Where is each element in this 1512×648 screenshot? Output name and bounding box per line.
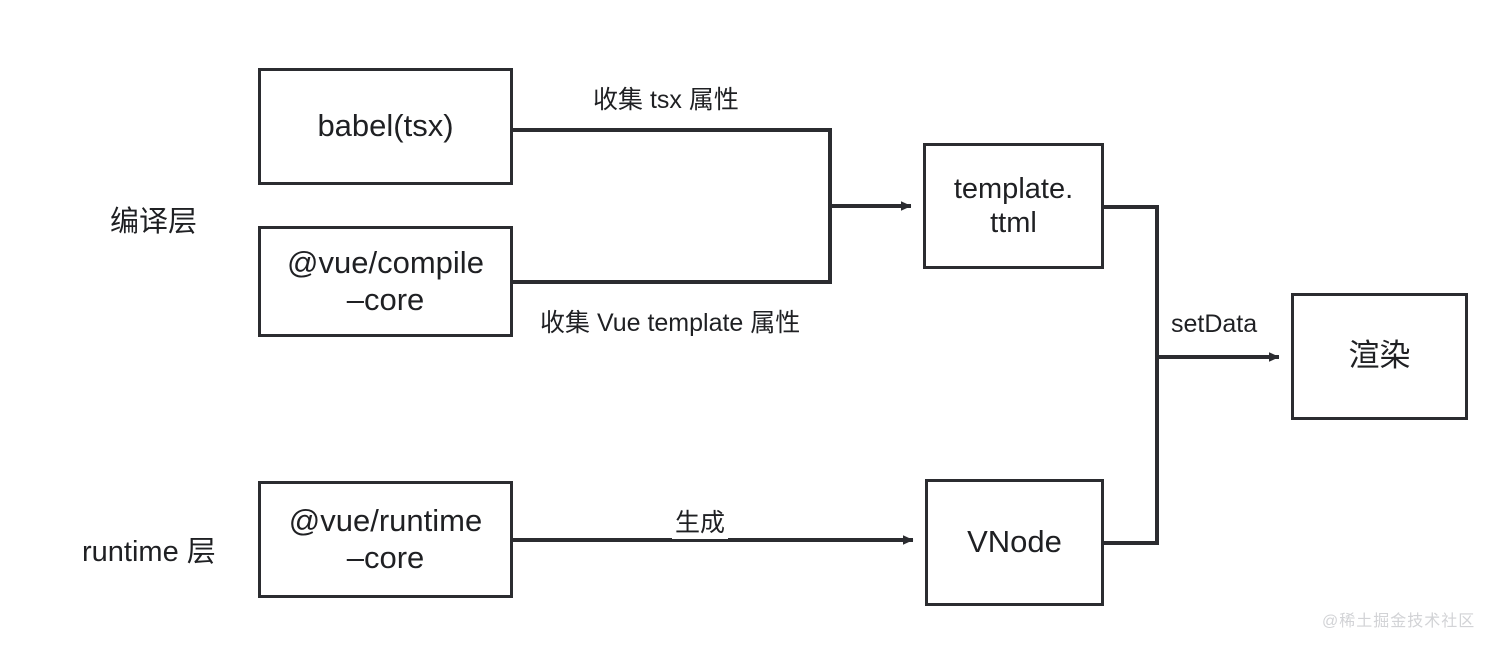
node-vue-runtime-core[interactable]: @vue/runtime –core	[258, 481, 513, 598]
edge-label-generate-text: 生成	[675, 509, 726, 537]
node-template-ttml[interactable]: template. ttml	[923, 143, 1104, 269]
lane-label-runtime-text: runtime 层	[82, 536, 216, 568]
node-vue-compile-core[interactable]: @vue/compile –core	[258, 226, 513, 337]
node-vnode-label: VNode	[967, 524, 1062, 560]
lane-label-compile-text: 编译层	[110, 206, 198, 238]
lane-label-compile: 编译层	[110, 198, 197, 240]
edge-label-setdata: setData	[1168, 310, 1261, 339]
node-render[interactable]: 渲染	[1291, 293, 1468, 420]
connector-vnode-to-bus	[1104, 357, 1159, 545]
connector-template-to-bus	[1104, 205, 1159, 357]
node-template-ttml-label: template. ttml	[953, 172, 1074, 239]
edge-label-collect-tsx-props-text: 收集 tsx 属性	[593, 86, 739, 114]
watermark-text: @稀土掘金技术社区	[1322, 613, 1476, 630]
edge-label-collect-vue-template-props-text: 收集 Vue template 属性	[540, 309, 801, 337]
edge-label-setdata-text: setData	[1171, 310, 1258, 338]
node-vue-runtime-core-label: @vue/runtime –core	[288, 502, 483, 575]
edge-label-collect-tsx-props: 收集 tsx 属性	[590, 80, 742, 116]
node-babel-tsx-label: babel(tsx)	[317, 108, 454, 144]
edge-label-generate: 生成	[672, 503, 729, 539]
node-render-label: 渲染	[1348, 338, 1411, 374]
connector-babel-to-template	[513, 128, 832, 206]
node-vnode[interactable]: VNode	[925, 479, 1104, 606]
watermark: @稀土掘金技术社区	[1322, 607, 1475, 631]
node-vue-compile-core-label: @vue/compile –core	[287, 244, 484, 317]
connector-compile-to-template	[513, 206, 832, 284]
lane-label-runtime: runtime 层	[82, 528, 216, 570]
edge-label-collect-vue-template-props: 收集 Vue template 属性	[537, 303, 804, 339]
node-babel-tsx[interactable]: babel(tsx)	[258, 68, 513, 185]
